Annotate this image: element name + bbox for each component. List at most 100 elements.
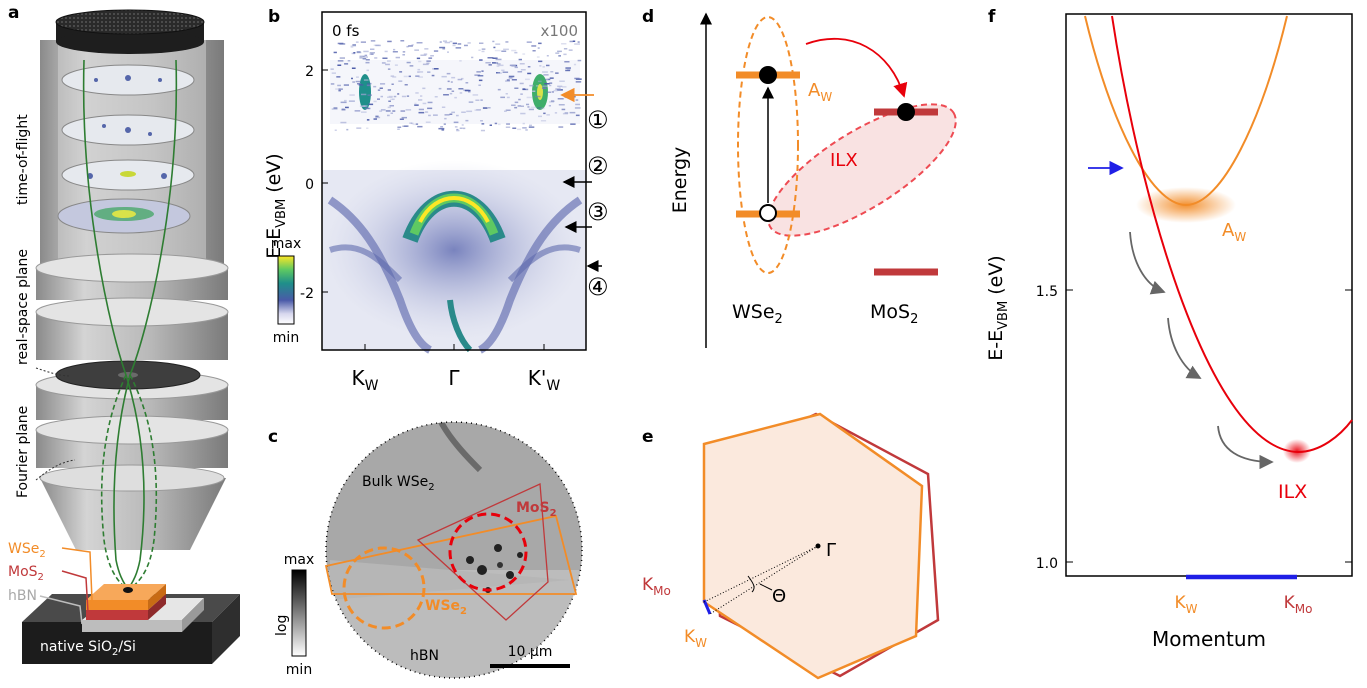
noise-pixel <box>380 83 386 85</box>
noise-pixel <box>526 41 532 43</box>
noise-pixel <box>525 129 528 131</box>
noise-pixel <box>504 110 507 112</box>
b-scale-label: x100 <box>540 22 578 40</box>
noise-pixel <box>550 71 554 73</box>
noise-pixel <box>400 40 405 42</box>
noise-pixel <box>452 44 456 47</box>
noise-pixel <box>337 60 344 62</box>
noise-pixel <box>384 50 388 53</box>
noise-pixel <box>459 60 462 62</box>
noise-pixel <box>520 112 526 115</box>
noise-pixel <box>434 96 438 98</box>
d-mos2-label: MoS2 <box>870 301 918 327</box>
noise-pixel <box>459 92 463 94</box>
noise-pixel <box>361 93 367 96</box>
noise-pixel <box>461 77 464 80</box>
b-xtick-gamma: Γ <box>448 366 460 390</box>
noise-pixel <box>416 42 423 44</box>
noise-pixel <box>418 76 423 78</box>
noise-pixel <box>409 122 413 124</box>
noise-pixel <box>427 107 433 110</box>
noise-pixel <box>467 42 471 44</box>
noise-pixel <box>518 98 521 101</box>
noise-pixel <box>519 63 525 65</box>
noise-pixel <box>427 101 433 104</box>
noise-pixel <box>333 107 338 109</box>
noise-pixel <box>572 96 576 98</box>
noise-pixel <box>555 72 559 74</box>
noise-pixel <box>564 61 570 63</box>
noise-pixel <box>354 110 361 112</box>
noise-pixel <box>506 79 510 81</box>
noise-pixel <box>456 128 459 131</box>
noise-pixel <box>451 111 455 114</box>
noise-pixel <box>535 85 539 87</box>
noise-pixel <box>412 123 416 126</box>
noise-pixel <box>389 105 394 107</box>
tof-label: time-of-flight <box>15 114 31 205</box>
noise-pixel <box>441 106 446 108</box>
theta-arc <box>747 575 755 593</box>
noise-pixel <box>514 101 519 104</box>
b-ytick-2: 2 <box>305 64 314 80</box>
noise-pixel <box>359 55 365 58</box>
noise-pixel <box>390 112 393 114</box>
noise-pixel <box>558 126 564 128</box>
theta-pointer <box>759 583 773 591</box>
noise-pixel <box>350 46 354 48</box>
noise-pixel <box>415 75 420 77</box>
noise-pixel <box>574 77 580 80</box>
noise-pixel <box>377 98 380 100</box>
noise-pixel <box>393 95 397 98</box>
noise-pixel <box>403 75 408 78</box>
panel-a-letter: a <box>8 3 19 23</box>
noise-pixel <box>508 75 515 78</box>
noise-pixel <box>574 107 581 109</box>
noise-pixel <box>425 111 429 113</box>
c-colorbar <box>291 569 307 657</box>
noise-pixel <box>482 107 488 109</box>
noise-pixel <box>522 127 527 129</box>
noise-pixel <box>444 117 447 120</box>
gamma-kmo-line <box>709 545 819 615</box>
noise-pixel <box>390 75 395 77</box>
noise-pixel <box>525 88 529 91</box>
noise-pixel <box>463 127 466 130</box>
noise-pixel <box>340 121 347 124</box>
noise-pixel <box>339 43 346 45</box>
noise-pixel <box>377 89 381 91</box>
noise-pixel <box>428 57 433 59</box>
gamma-kw-line <box>703 545 819 603</box>
noise-pixel <box>461 124 464 126</box>
panel-e-letter: e <box>642 427 654 447</box>
noise-pixel <box>481 48 486 50</box>
k-mismatch-line <box>702 599 712 615</box>
noise-pixel <box>375 44 381 47</box>
c-bulk-label: Bulk WSe2 <box>362 474 435 493</box>
noise-pixel <box>493 46 496 49</box>
noise-pixel <box>390 98 394 101</box>
noise-pixel <box>414 102 417 105</box>
c-hbn-label: hBN <box>410 648 439 664</box>
noise-pixel <box>557 85 563 88</box>
noise-pixel <box>444 41 450 44</box>
noise-pixel <box>520 105 524 107</box>
b-colorbar <box>277 255 295 325</box>
wse2-outline <box>324 514 578 595</box>
noise-pixel <box>454 96 457 99</box>
b-xtick-kpw: K'W <box>528 366 561 394</box>
noise-pixel <box>548 78 551 81</box>
f-ytick-10: 1.0 <box>1036 556 1058 572</box>
noise-pixel <box>415 123 419 125</box>
noise-pixel <box>529 124 532 127</box>
noise-pixel <box>439 41 442 43</box>
noise-pixel <box>558 55 561 57</box>
noise-pixel <box>352 81 355 83</box>
noise-pixel <box>340 101 347 104</box>
noise-pixel <box>537 107 542 109</box>
noise-pixel <box>501 50 507 52</box>
noise-pixel <box>402 54 405 56</box>
noise-pixel <box>544 83 550 85</box>
noise-pixel <box>514 51 518 54</box>
noise-pixel <box>428 114 431 117</box>
